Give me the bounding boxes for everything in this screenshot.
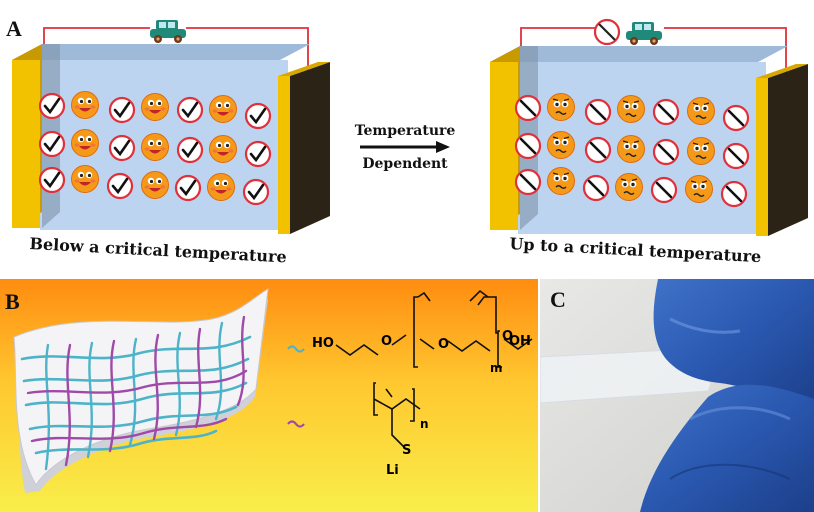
right-cell — [490, 18, 808, 236]
o-label-3: O — [502, 329, 514, 344]
left-cell — [12, 20, 330, 234]
oh-label: OH — [509, 334, 531, 349]
panel-b-svg — [0, 279, 538, 512]
blocked-ion-icon — [514, 94, 542, 122]
panel-b: B HO O O O OH m n S Li — [0, 279, 538, 512]
happy-face-icon — [71, 91, 99, 119]
panel-c-label: C — [550, 287, 566, 312]
lis-structure — [373, 382, 421, 448]
li-label: Li — [386, 463, 399, 478]
panel-a: A — [6, 16, 808, 266]
o-label-1: O — [381, 334, 393, 349]
check-ion-icon — [38, 92, 66, 120]
worried-face-icon — [546, 92, 576, 122]
panel-c: C — [540, 279, 814, 512]
arrow-label-line2: Dependent — [362, 156, 448, 172]
car-icon — [626, 22, 662, 45]
peg-structure — [335, 289, 533, 368]
car-icon — [150, 20, 186, 43]
panel-b-label: B — [5, 289, 20, 314]
cell-top — [12, 44, 310, 60]
panel-a-label: A — [6, 16, 22, 41]
peg-legend-squiggle — [287, 345, 305, 353]
polymer-membrane — [13, 288, 269, 493]
glove-upper — [653, 279, 814, 409]
glove-lower — [640, 384, 814, 512]
arrow-label-line1: Temperature — [354, 123, 456, 139]
right-electrode — [278, 76, 290, 234]
ho-label: HO — [312, 336, 334, 351]
o-label-2: O — [438, 337, 450, 352]
panel-c-photo — [540, 279, 814, 512]
m-subscript: m — [490, 361, 503, 375]
li-legend-squiggle — [287, 420, 305, 428]
prohibited-icon — [593, 18, 621, 46]
n-subscript: n — [420, 417, 429, 431]
panel-a-svg — [12, 18, 808, 236]
s-label: S — [402, 443, 412, 458]
